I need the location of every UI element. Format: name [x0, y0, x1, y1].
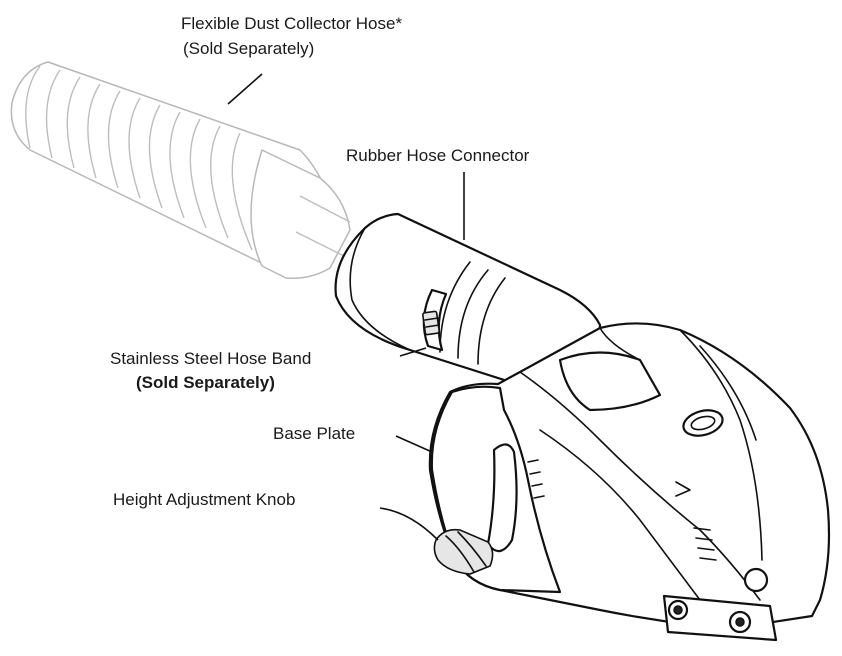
- flexible-hose: [10, 61, 351, 280]
- hose-band-label: Stainless Steel Hose Band: [110, 349, 312, 368]
- base-plate-label: Base Plate: [273, 424, 356, 443]
- hose-label: Flexible Dust Collector Hose*: [181, 14, 403, 33]
- height-adjustment-knob: [433, 528, 494, 575]
- base-plate-shroud: [428, 322, 831, 642]
- connector-label: Rubber Hose Connector: [346, 146, 530, 165]
- leader-lines: [227, 73, 465, 541]
- knob-label: Height Adjustment Knob: [113, 490, 296, 509]
- hose-band: [421, 288, 448, 352]
- hose-band-sold-separately-note: (Sold Separately): [136, 373, 275, 392]
- hose-sold-separately-note: (Sold Separately): [183, 39, 315, 58]
